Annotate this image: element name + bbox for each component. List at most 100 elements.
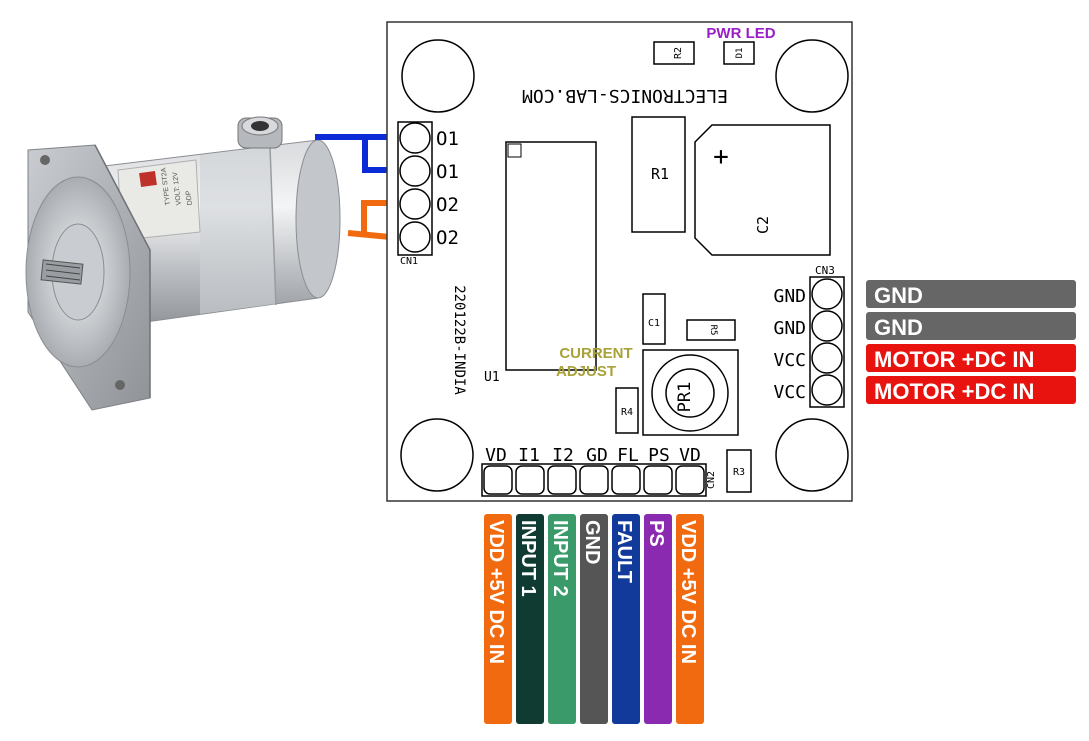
label-motor-dc-in-text: MOTOR +DC IN [874,379,1034,404]
label-fault-text: FAULT [613,520,635,583]
label-input2 [548,514,576,724]
board-code-text: 220122B-INDIA [451,285,467,395]
motor: TYPE ST2A VOLT: 12V DDP [25,116,341,411]
label-ps-text: PS [645,520,667,547]
resistor-r5 [686,319,736,341]
cn2-pin-label: I2 [552,445,574,466]
cn3-pin [811,278,843,310]
cn2-pin-label: GD [586,445,608,466]
label-gnd [866,312,1076,340]
label-input1-text: INPUT 1 [517,520,539,597]
cn3-pin-label: GND [773,286,806,307]
mounting-hole [400,418,474,492]
resistor-r3 [726,449,752,493]
connector-cn1: O1 O1 O2 O2 CN1 [397,121,459,267]
cn3-pin [811,374,843,406]
cn1-label: CN1 [400,256,418,267]
connector-cn3: GND GND VCC VCC CN3 [773,264,845,408]
cn3-pin [811,342,843,374]
cn3-pin-label: VCC [773,382,806,403]
pcb-board: ELECTRONICS-LAB.COM PWR LED R2 D1 R1 + C… [386,21,853,502]
cn1-pin [399,188,431,220]
flange-hole [115,380,125,390]
cn2-label: CN2 [706,471,717,489]
r5-label: R5 [708,325,718,336]
u1-label: U1 [484,370,500,385]
potentiometer-pr1: PR1 [642,349,739,436]
motor-label-line: DDP [185,190,194,206]
cn3-pin-label: VCC [773,350,806,371]
cn2-pin [643,465,673,495]
cn2-pin [515,465,545,495]
r2-label: R2 [673,47,684,59]
capacitor-c2 [694,124,831,256]
cn1-pin-label: O2 [436,194,459,216]
cn1-pin [399,122,431,154]
d1-label: D1 [735,48,745,59]
cn2-pin-label: VD [485,445,507,466]
label-gnd [866,280,1076,308]
label-gnd-text: GND [874,315,923,340]
cn2-pin [547,465,577,495]
mounting-hole [775,418,849,492]
flange-hole [40,155,50,165]
cn2-pin [483,465,513,495]
c2-plus: + [713,142,729,172]
cn3-pin-label: GND [773,318,806,339]
led-d1 [723,41,755,65]
mounting-hole [401,39,475,113]
cn1-pin [399,221,431,253]
label-input2-text: INPUT 2 [549,520,571,597]
label-motor-dc-in [866,344,1076,372]
c1-label: C1 [648,318,660,329]
signal-labels: VDD +5V DC IN INPUT 1 INPUT 2 GND FAULT … [484,514,704,724]
cn2-pin [579,465,609,495]
motor-end-cap [295,139,341,299]
current-adjust-label: CURRENT [559,345,632,362]
label-motor-dc-in-text: MOTOR +DC IN [874,347,1034,372]
motor-label-line: TYPE ST2A [160,167,172,206]
label-vdd-text: VDD +5V DC IN [485,520,507,664]
r1-label: R1 [651,165,669,183]
cn2-pin-label: PS [648,445,670,466]
label-input1 [516,514,544,724]
ic-u1 [505,141,597,371]
connector-cn2: VD I1 I2 GD FL PS VD CN2 [481,445,717,497]
cn1-pin-label: O1 [436,128,459,150]
label-gnd-signal-text: GND [581,520,603,564]
cn1-pin [399,155,431,187]
pwr-led-label: PWR LED [706,25,775,42]
cn1-pin-label: O2 [436,227,459,249]
label-vdd [484,514,512,724]
label-vdd [676,514,704,724]
capacitor-c1 [642,293,666,345]
cn2-pin-label: VD [679,445,701,466]
pr1-label: PR1 [675,382,695,413]
resistor-r4 [615,387,639,434]
label-gnd-signal [580,514,608,724]
resistor-r1 [631,116,686,233]
c2-label: C2 [754,216,772,234]
r3-label: R3 [733,467,745,478]
r4-label: R4 [621,407,633,418]
mounting-hole [775,39,849,113]
cn2-pin [611,465,641,495]
label-vdd-text: VDD +5V DC IN [677,520,699,664]
motor-gear-section [200,147,275,314]
cn2-pin-label: I1 [518,445,540,466]
cn2-pin-label: FL [617,445,639,466]
label-motor-dc-in [866,376,1076,404]
wire-o1-a [315,134,400,140]
current-adjust-label: ADJUST [556,363,616,380]
cn2-pin [675,465,705,495]
motor-label-line: VOLT: 12V [172,171,183,205]
cn1-pin-label: O1 [436,161,459,183]
cn3-label: CN3 [815,264,835,277]
label-ps [644,514,672,724]
board-brand-text: ELECTRONICS-LAB.COM [522,85,728,106]
label-gnd-text: GND [874,283,923,308]
resistor-r2 [653,41,695,65]
power-labels: GND GND MOTOR +DC IN MOTOR +DC IN [866,280,1076,404]
cn3-pin [811,310,843,342]
